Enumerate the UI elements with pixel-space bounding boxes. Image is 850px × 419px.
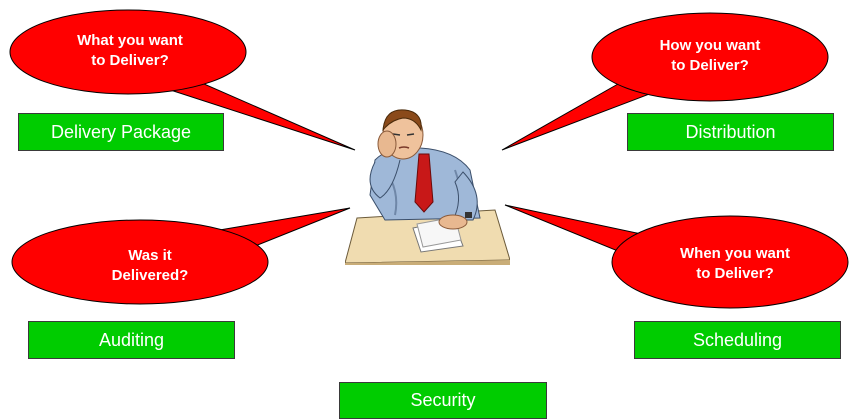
- bubble-was-text: Was it Delivered?: [70, 246, 230, 286]
- scheduling-box: Scheduling: [634, 321, 841, 359]
- bubble-how-text: How you want to Deliver?: [625, 36, 795, 76]
- worried-person-illustration: [345, 100, 510, 265]
- auditing-box: Auditing: [28, 321, 235, 359]
- bubble-when-text: When you want to Deliver?: [650, 244, 820, 284]
- distribution-box: Distribution: [627, 113, 834, 151]
- security-box: Security: [339, 382, 547, 419]
- bubble-what-text: What you want to Deliver?: [40, 31, 220, 71]
- delivery-package-box: Delivery Package: [18, 113, 224, 151]
